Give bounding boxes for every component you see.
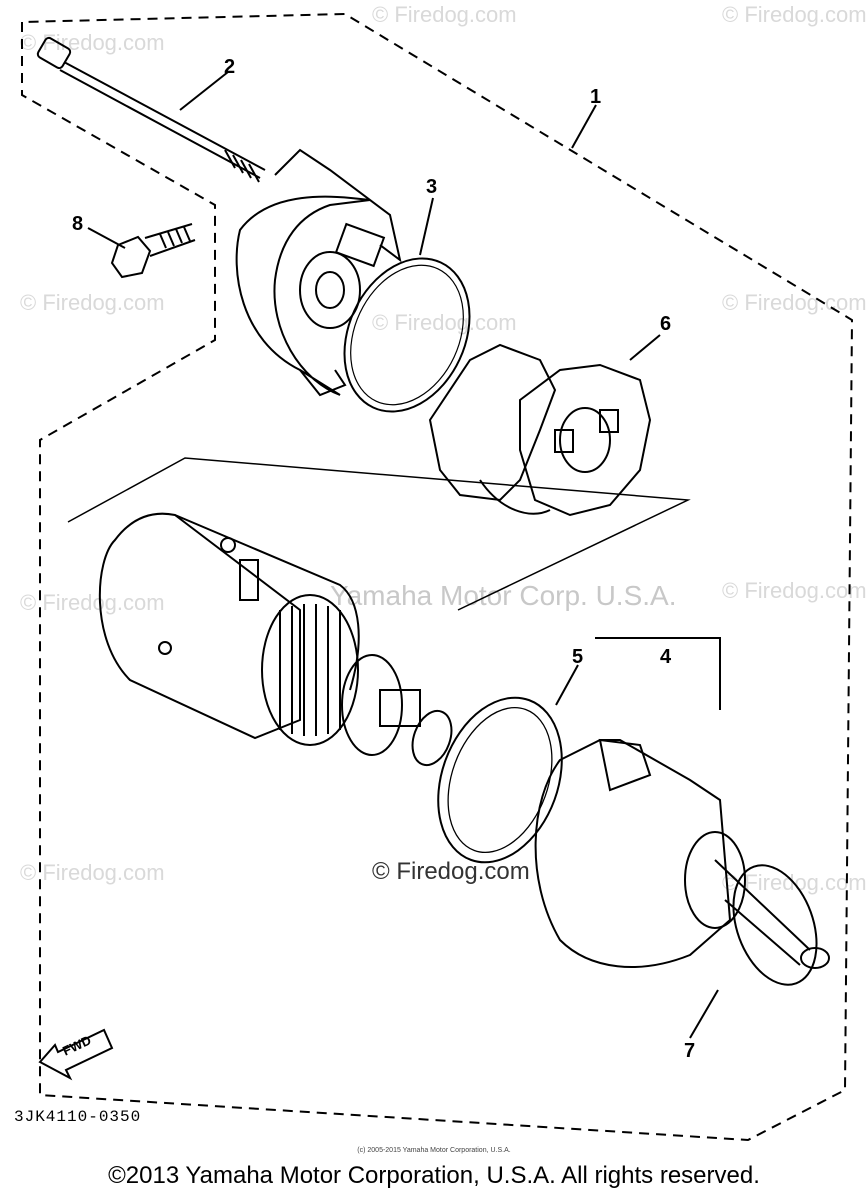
long-bolt — [36, 36, 266, 183]
callout-5: 5 — [572, 646, 584, 668]
watermark: © Firedog.com — [20, 590, 165, 615]
callout-8: 8 — [72, 213, 84, 235]
seal-ring-5 — [437, 696, 563, 864]
diagram-code: 3JK4110-0350 — [14, 1108, 142, 1126]
watermark: © Firedog.com — [20, 290, 165, 315]
leader-2 — [179, 71, 229, 111]
o-ring-5-small — [411, 709, 453, 767]
leader-5 — [555, 664, 579, 706]
leader-8 — [87, 227, 126, 249]
watermark: © Firedog.com — [722, 290, 867, 315]
watermark: © Firedog.com — [722, 2, 867, 27]
corp-watermark: Yamaha Motor Corp. U.S.A. — [330, 580, 677, 611]
watermark: © Firedog.com — [20, 860, 165, 885]
callout-3: 3 — [426, 176, 438, 198]
callout-2: 2 — [224, 56, 236, 78]
fwd-arrow-icon — [38, 1028, 114, 1081]
circlip-7 — [732, 864, 818, 986]
leader-4 — [595, 637, 721, 710]
leader-3 — [419, 197, 434, 256]
front-cover — [534, 738, 830, 986]
assembly-boundary — [21, 12, 854, 1142]
armature-bracket — [67, 457, 691, 611]
copyright-notice: ©2013 Yamaha Motor Corporation, U.S.A. A… — [108, 1162, 760, 1189]
rear-cover — [235, 148, 402, 397]
watermark: © Firedog.com — [722, 578, 867, 603]
callout-4: 4 — [660, 646, 672, 668]
callout-1: 1 — [590, 86, 602, 108]
watermark: © Firedog.com — [372, 310, 517, 335]
armature — [98, 512, 421, 756]
brush-plate — [428, 343, 652, 517]
small-bolt — [110, 223, 196, 279]
o-ring-3 — [343, 257, 471, 413]
leader-1 — [571, 104, 597, 149]
small-copyright: (c) 2005-2015 Yamaha Motor Corporation, … — [357, 1147, 511, 1154]
leader-7 — [689, 989, 719, 1039]
callout-6: 6 — [660, 313, 672, 335]
callout-7: 7 — [684, 1040, 696, 1062]
leader-6 — [629, 334, 661, 361]
center-watermark: © Firedog.com — [372, 858, 530, 885]
watermark: © Firedog.com — [372, 2, 517, 27]
